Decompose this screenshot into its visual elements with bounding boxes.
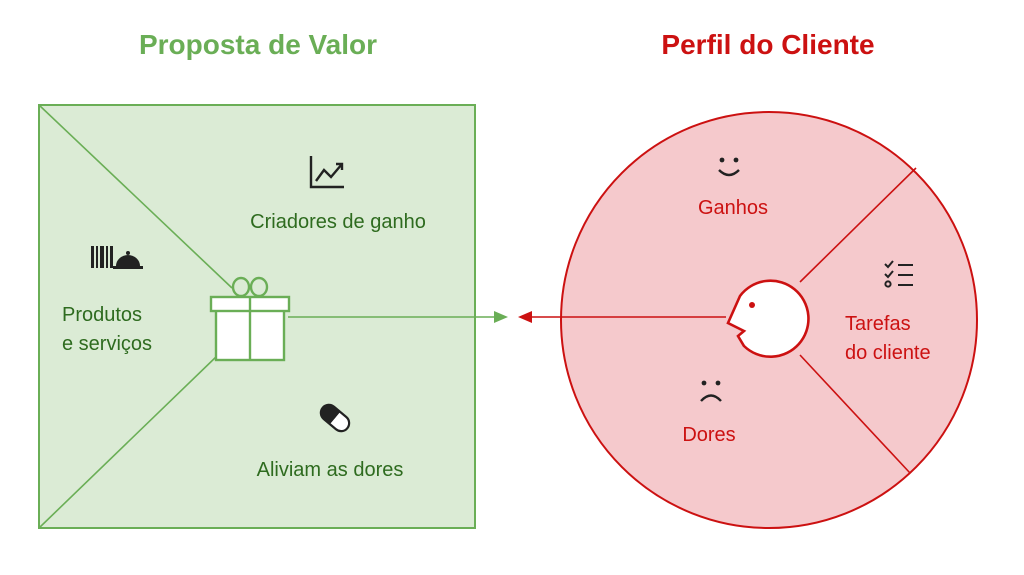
gift-icon [209,276,291,362]
pain-relievers-label: Aliviam as dores [257,459,404,481]
divider-upper-right [799,167,917,283]
customer-profile-title: Perfil do Cliente [661,29,874,60]
products-services-label-line1: Produtos [62,304,142,326]
customer-face-icon [726,279,810,358]
customer-jobs-label-line2: do cliente [845,342,931,364]
pains-label: Dores [682,424,735,446]
frown-icon [700,380,722,402]
chart-line [315,163,343,182]
pill-icon [319,403,351,433]
divider-upper-diagonal [38,104,233,289]
gain-creators-label: Criadores de ganho [250,211,426,233]
barcode-service-bell-icon [91,246,143,269]
value-proposition-title: Proposta de Valor [139,29,377,60]
gains-label: Ganhos [698,197,768,219]
divider-lower-diagonal [38,354,219,529]
value-arrow-head [494,311,508,323]
profile-arrow-head [518,311,532,323]
checklist-icon [884,260,913,288]
customer-jobs-label-line1: Tarefas [845,313,911,335]
face-outline [726,279,810,358]
chart-axes [309,156,344,189]
chart-arrow [336,162,344,170]
products-services-label-line2: e serviços [62,333,152,355]
smile-icon [718,157,740,177]
gift-bow-left [231,276,251,298]
circle-border [560,111,978,529]
gift-bow-right [249,276,269,298]
chart-trend-icon [309,156,344,189]
divider-lower-right [799,354,911,474]
face-eye [749,302,755,308]
